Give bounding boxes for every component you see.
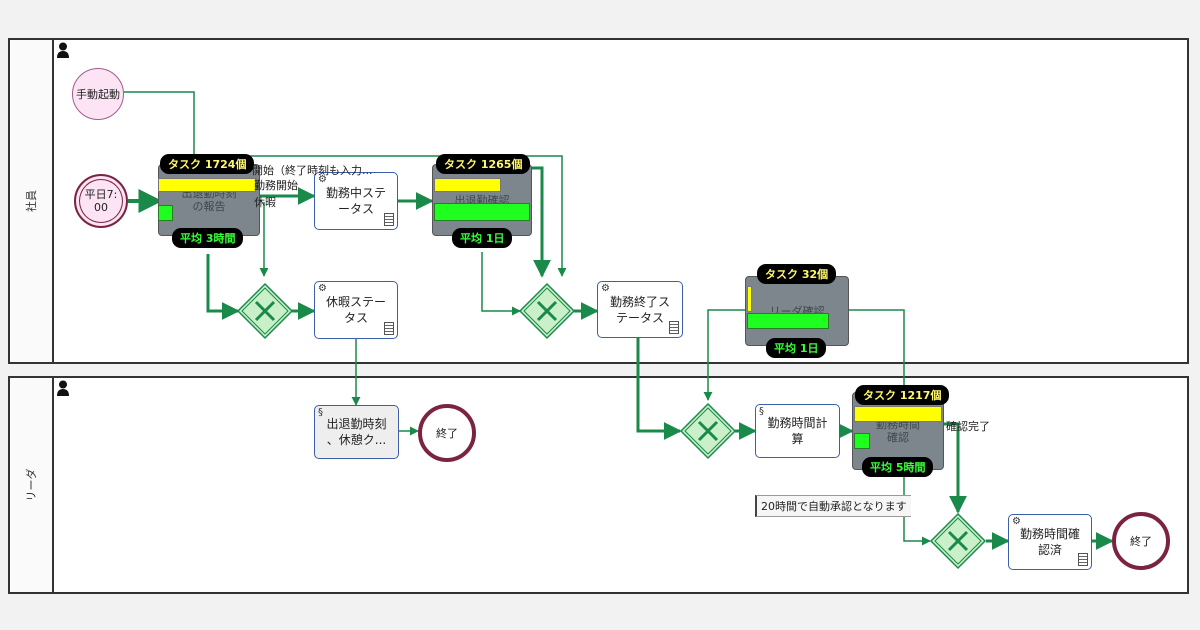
task-label: 出退勤時刻 、休憩ク... <box>326 417 387 447</box>
start-event-manual[interactable]: 手動起動 <box>72 68 124 120</box>
task-count-badge: タスク 32個 <box>757 264 837 284</box>
calculator-icon <box>384 213 394 226</box>
task-working-status[interactable]: ⚙ 勤務中ステ ータス <box>314 172 398 230</box>
gateway-3 <box>679 402 737 460</box>
script-icon: § <box>759 406 764 417</box>
task-count-badge: タスク 1217個 <box>855 385 950 405</box>
task-count-badge: タスク 1265個 <box>436 154 531 174</box>
task-label: 勤務終了ス テータス <box>609 294 670 325</box>
task-hours-approved[interactable]: ⚙ 勤務時間確 認済 <box>1008 514 1092 570</box>
avg-time-badge: 平均 5時間 <box>862 457 934 477</box>
task-report[interactable]: 出退勤時刻 の報告 <box>158 164 260 236</box>
task-label: 勤務中ステ ータス <box>325 186 386 216</box>
task-label: 休暇ステー タス <box>325 295 386 325</box>
gateway-4 <box>929 512 987 570</box>
avg-time-badge: 平均 3時間 <box>172 228 244 248</box>
flow-label-confirm-done: 確認完了 <box>946 420 990 433</box>
flow-end-status-down <box>636 338 682 440</box>
gateway-1 <box>236 282 294 340</box>
flow-report-top <box>194 155 567 277</box>
bar-time-leader-confirm <box>747 313 829 329</box>
flow-label-work-start: 勤務開始 <box>254 179 298 192</box>
gear-icon: ⚙ <box>318 283 327 294</box>
script-icon: § <box>318 407 323 418</box>
bar-tasks-report <box>158 178 256 192</box>
task-leader-confirm[interactable]: リーダ確認 <box>745 276 849 346</box>
flow-leader-gw3 <box>703 309 745 401</box>
flow-report-down <box>206 254 240 320</box>
task-work-end-status[interactable]: ⚙ 勤務終了ス テータス <box>597 281 683 338</box>
flow-label-start: 開始（終了時刻も入力... <box>252 164 373 177</box>
task-attendance-confirm[interactable]: 出退勤確認 <box>432 164 532 236</box>
user-icon <box>57 42 69 58</box>
lane-leader: リーダ <box>8 376 1189 594</box>
flow-check-auto <box>903 470 931 546</box>
flow-check-done <box>944 422 967 514</box>
task-count-badge: タスク 1724個 <box>160 154 255 174</box>
end-event-2[interactable]: 終了 <box>1112 512 1170 570</box>
event-label: 終了 <box>1130 534 1152 548</box>
event-label: 手動起動 <box>76 87 120 101</box>
bar-time-hours-check <box>854 433 870 449</box>
lane-header: リーダ <box>10 378 54 592</box>
calculator-icon <box>669 321 679 334</box>
calculator-icon <box>1078 553 1088 566</box>
calculator-icon <box>384 322 394 335</box>
bar-tasks-leader-confirm <box>747 286 752 312</box>
bar-time-report <box>158 205 173 221</box>
task-label: 勤務時間確 認済 <box>1019 527 1080 557</box>
gear-icon: ⚙ <box>1012 516 1021 527</box>
flow-check-leader <box>837 305 905 392</box>
annotation-auto-approve: 20時間で自動承認となります <box>755 495 911 517</box>
bar-tasks-attendance-confirm <box>434 178 501 192</box>
event-label: 終了 <box>436 426 458 440</box>
gateway-2 <box>518 282 576 340</box>
flow-confirm-top <box>530 166 551 278</box>
flow-manual <box>124 91 195 156</box>
bar-time-attendance-confirm <box>434 203 530 221</box>
avg-time-badge: 平均 1日 <box>766 338 827 358</box>
start-event-timer[interactable]: 平日7: 00 <box>74 174 128 228</box>
end-event-1[interactable]: 終了 <box>418 404 476 462</box>
lane-header: 社員 <box>10 40 54 362</box>
task-label: 勤務時間計 算 <box>767 416 828 446</box>
bar-tasks-hours-check <box>854 406 942 422</box>
gear-icon: ⚙ <box>318 174 327 185</box>
event-label: 平日7: 00 <box>84 188 118 214</box>
task-timecard-edit[interactable]: § 出退勤時刻 、休憩ク... <box>314 405 399 459</box>
flow-confirm-down <box>481 252 521 316</box>
task-break-status[interactable]: ⚙ 休暇ステー タス <box>314 281 398 339</box>
gear-icon: ⚙ <box>601 283 610 294</box>
user-icon <box>57 380 69 396</box>
flow-label-rest: 休暇 <box>254 196 276 209</box>
task-hours-calc[interactable]: § 勤務時間計 算 <box>755 404 840 458</box>
avg-time-badge: 平均 1日 <box>452 228 513 248</box>
